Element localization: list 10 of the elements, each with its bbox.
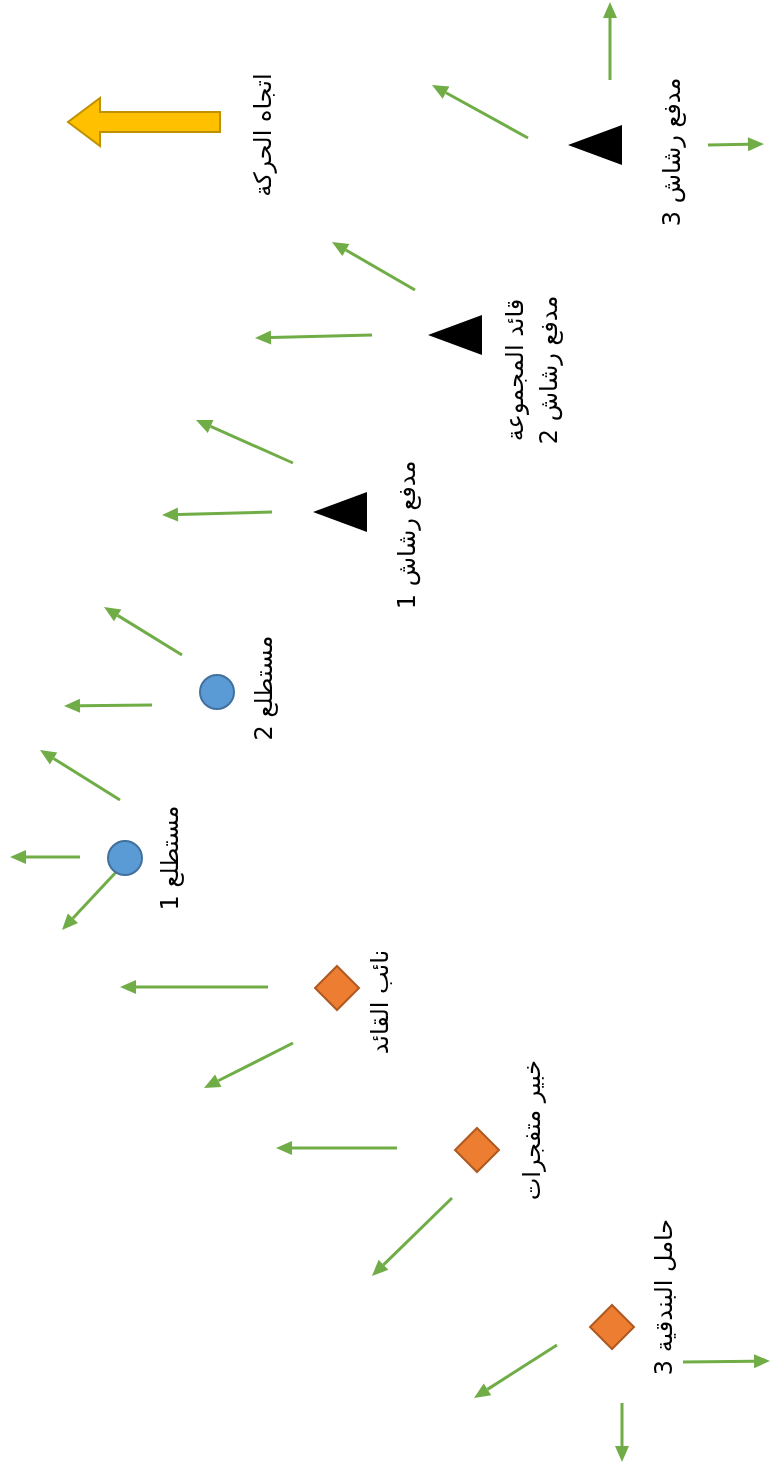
role-label: مدفع رشاش 1	[391, 460, 422, 610]
role-label: حامل البندقية 3	[649, 1218, 680, 1376]
role-label: نائب القائد	[364, 949, 395, 1055]
direction-label: اتجاه الحركة	[247, 73, 278, 197]
role-label: قائد المجموعة	[499, 298, 530, 442]
role-label: مدفع رشاش 3	[656, 77, 687, 227]
role-label: مستطلع 2	[248, 635, 279, 741]
role-label: مدفع رشاش 2	[533, 295, 564, 445]
role-label: مستطلع 1	[154, 805, 185, 911]
role-label: خبير متفجرات	[517, 1059, 548, 1201]
